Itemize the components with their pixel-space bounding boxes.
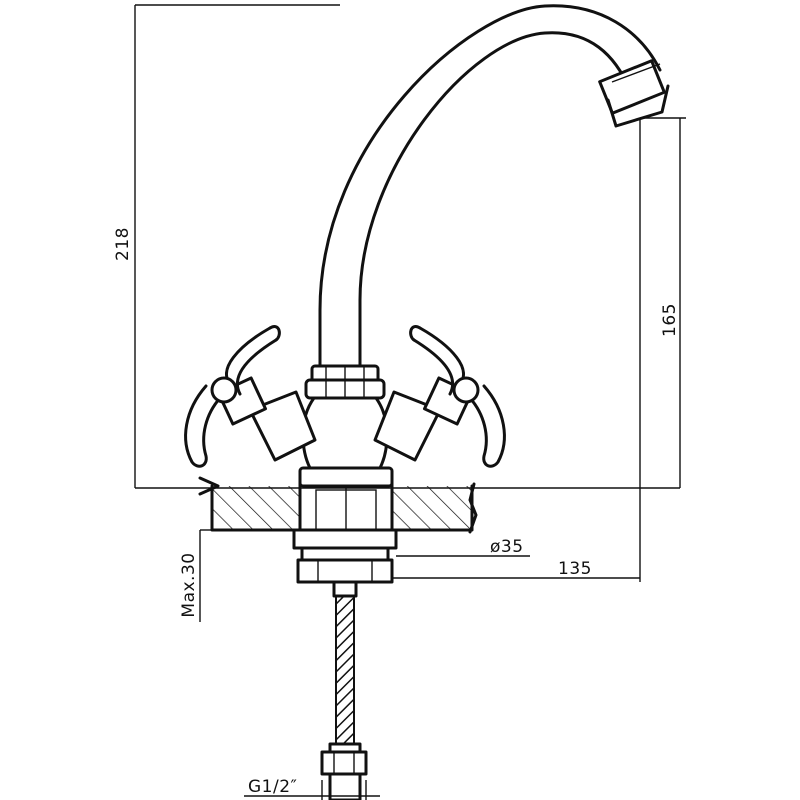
mounting-shank — [292, 480, 398, 584]
spout — [318, 4, 670, 376]
spout-collar — [304, 364, 386, 400]
dim-spout-height: 165 — [660, 303, 680, 337]
left-handle — [184, 325, 317, 468]
dimension-lines — [134, 4, 686, 800]
supply-hose — [320, 580, 368, 800]
dim-thread-diameter: ø35 — [490, 537, 524, 557]
dim-connection-thread: G1/2″ — [248, 777, 297, 797]
dim-max-thickness: Max.30 — [179, 552, 199, 617]
dim-spout-reach: 135 — [558, 559, 592, 579]
dim-overall-height: 218 — [113, 227, 133, 261]
right-handle — [373, 325, 506, 468]
